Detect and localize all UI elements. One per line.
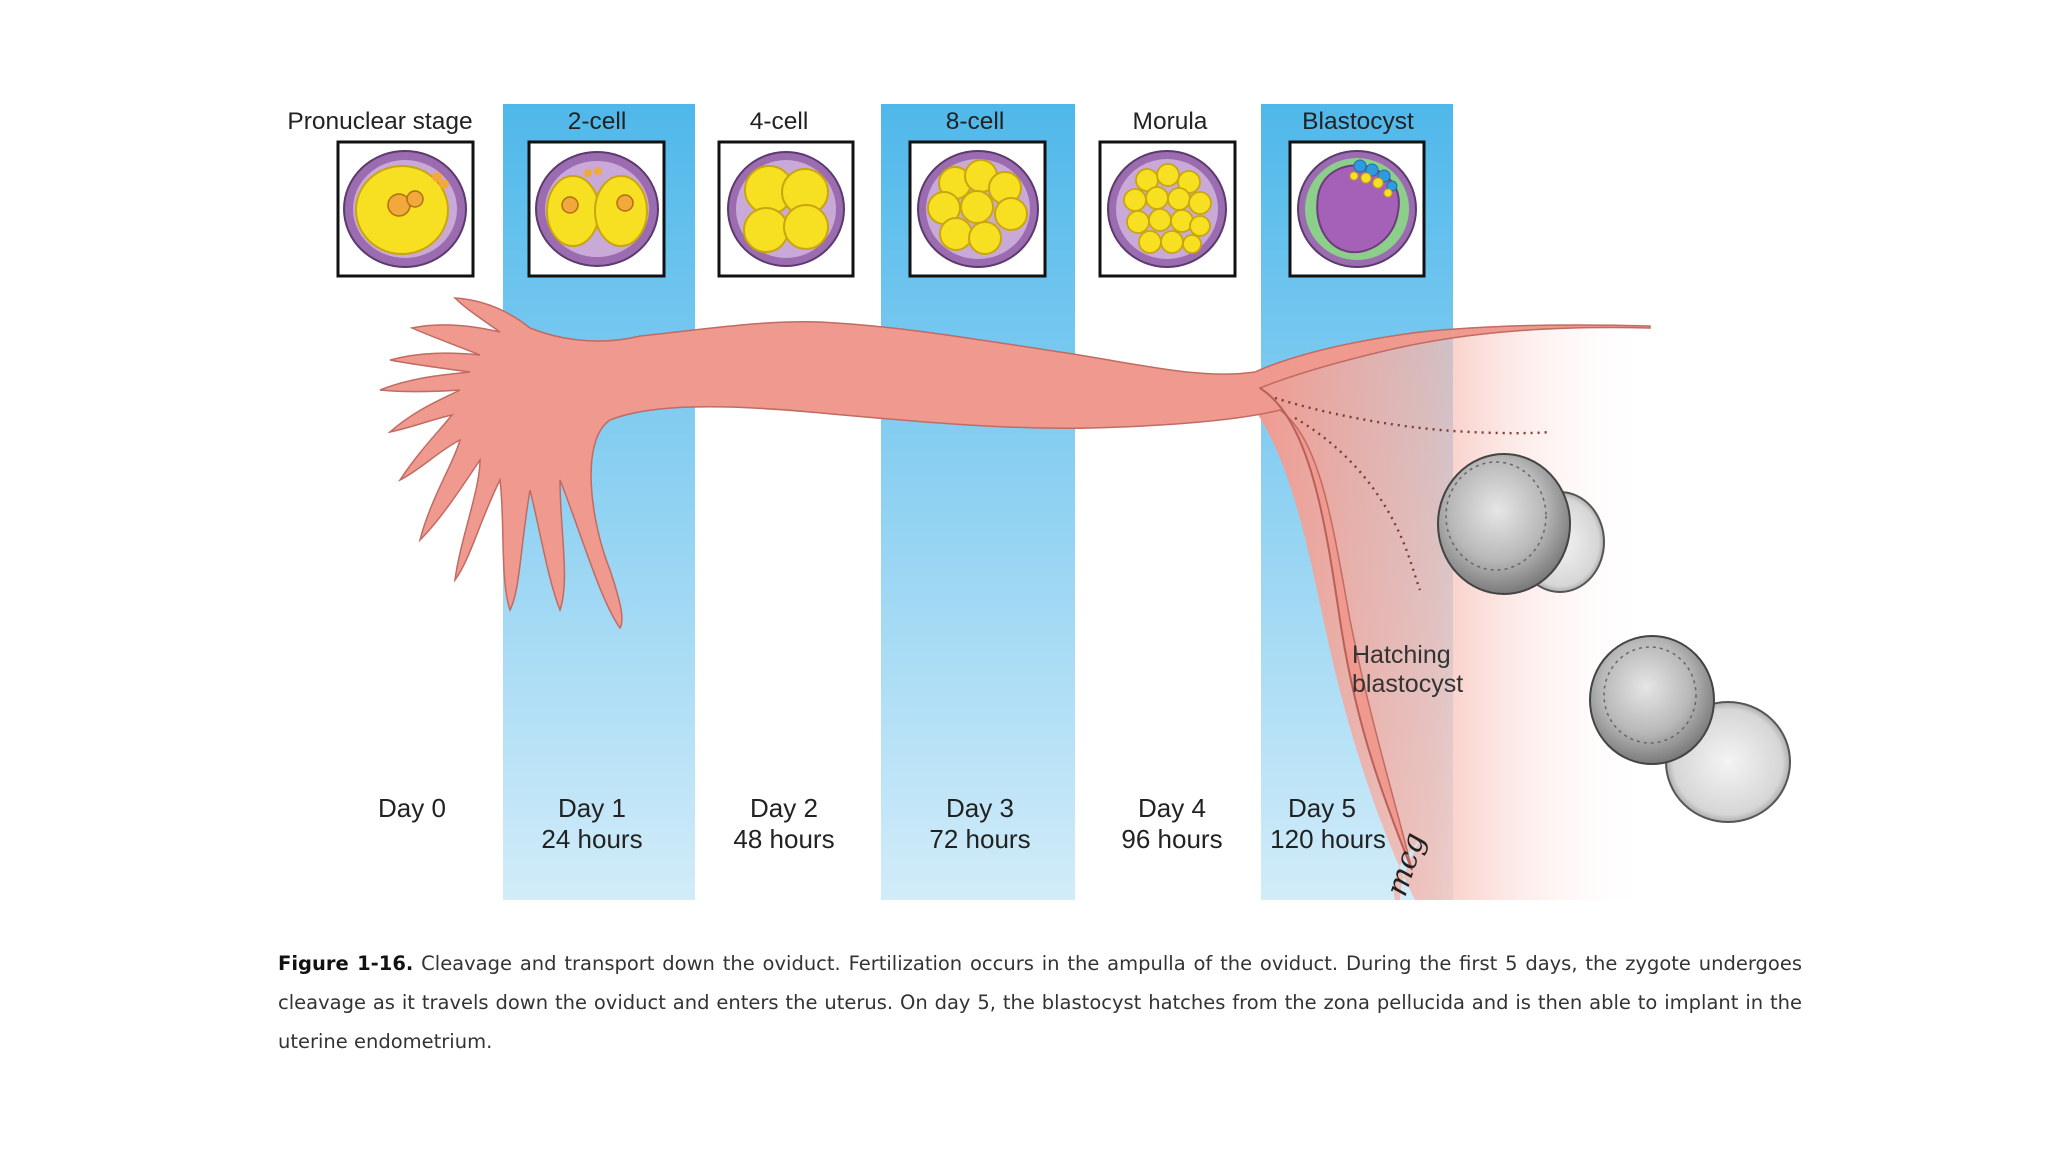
hatching-blastocyst-lower — [1589, 635, 1791, 823]
hours-label-3: 72 hours — [929, 824, 1030, 854]
hours-label-2: 48 hours — [733, 824, 834, 854]
stage-label-blastocyst: Blastocyst — [1302, 108, 1414, 135]
figure-caption-label: Figure 1-16. — [278, 952, 414, 975]
figure-caption: Figure 1-16. Cleavage and transport down… — [278, 944, 1802, 1061]
hatching-label-line2: blastocyst — [1352, 670, 1463, 698]
stage-label-pronuclear: Pronuclear stage — [287, 108, 472, 135]
blastocyst-icon — [1288, 140, 1426, 278]
day-label-4: Day 4 — [1138, 793, 1206, 823]
figure-caption-text: Cleavage and transport down the oviduct.… — [278, 952, 1802, 1053]
hours-label-5: 120 hours — [1270, 824, 1386, 854]
stage-label-morula: Morula — [1133, 108, 1208, 135]
stage-label-2-cell: 2-cell — [568, 108, 627, 135]
four-cell-embryo-icon — [717, 140, 855, 278]
stage-label-8-cell: 8-cell — [946, 108, 1005, 135]
day-label-5: Day 5 — [1288, 793, 1356, 823]
stage-label-4-cell: 4-cell — [750, 108, 809, 135]
day-label-2: Day 2 — [750, 793, 818, 823]
pronuclear-embryo-icon — [336, 140, 475, 278]
day-label-3: Day 3 — [946, 793, 1014, 823]
day-label-1: Day 1 — [558, 793, 626, 823]
oviduct-illustration — [379, 297, 1651, 871]
two-cell-embryo-icon — [527, 140, 666, 278]
hours-label-4: 96 hours — [1121, 824, 1222, 854]
hatching-blastocyst-upper — [1437, 453, 1605, 595]
uterus-shape — [1255, 326, 1650, 901]
eight-cell-embryo-icon — [908, 140, 1047, 278]
day-label-0: Day 0 — [378, 793, 446, 823]
morula-icon — [1098, 140, 1237, 278]
hours-label-1: 24 hours — [541, 824, 642, 854]
hatching-label-line1: Hatching — [1352, 641, 1451, 669]
